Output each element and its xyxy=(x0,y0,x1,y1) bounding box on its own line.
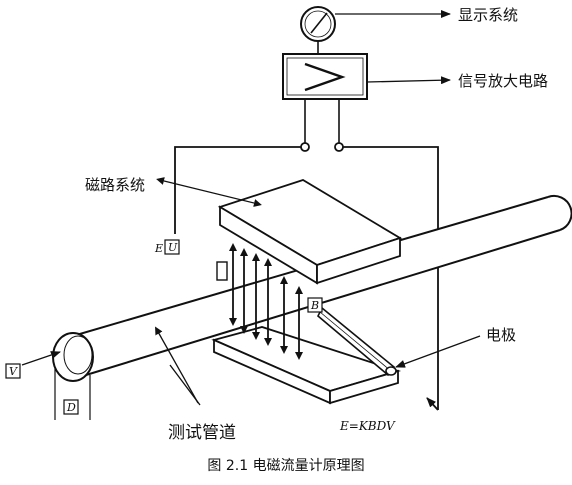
top-magnet xyxy=(217,179,403,285)
amplifier-box xyxy=(282,53,368,143)
label-formula: E=KBDV xyxy=(339,419,396,433)
amplifier-symbol-icon xyxy=(304,62,346,92)
electrode-rod xyxy=(317,306,397,377)
figure-caption: 图 2.1 电磁流量计原理图 xyxy=(207,458,364,474)
bottom-magnet xyxy=(211,326,402,405)
terminal-left xyxy=(300,142,310,152)
electrode-left xyxy=(216,261,228,281)
symbol-e-u: E U xyxy=(154,239,180,255)
symbol-d-label: D xyxy=(66,401,76,414)
terminal-right xyxy=(334,142,344,152)
measuring-pipe xyxy=(52,194,572,420)
symbol-b-label: B xyxy=(310,299,319,312)
symbol-v-label: V xyxy=(9,365,18,378)
symbol-d-box: D xyxy=(63,399,79,415)
label-signal-amplifier: 信号放大电路 xyxy=(458,72,548,90)
label-electrode: 电极 xyxy=(486,326,516,344)
symbol-b-box: B xyxy=(307,297,323,313)
magnetic-field-lines xyxy=(229,243,303,360)
label-magnetic-system: 磁路系统 xyxy=(85,176,145,194)
symbol-v-box: V xyxy=(5,363,21,379)
leader-arrows xyxy=(21,10,481,406)
display-meter xyxy=(300,6,336,54)
symbol-e-label: E xyxy=(154,242,163,255)
symbol-u-label: U xyxy=(168,241,178,254)
meter-needle xyxy=(310,12,328,34)
label-display-system: 显示系统 xyxy=(458,6,518,24)
label-measuring-pipe: 测试管道 xyxy=(168,423,236,443)
